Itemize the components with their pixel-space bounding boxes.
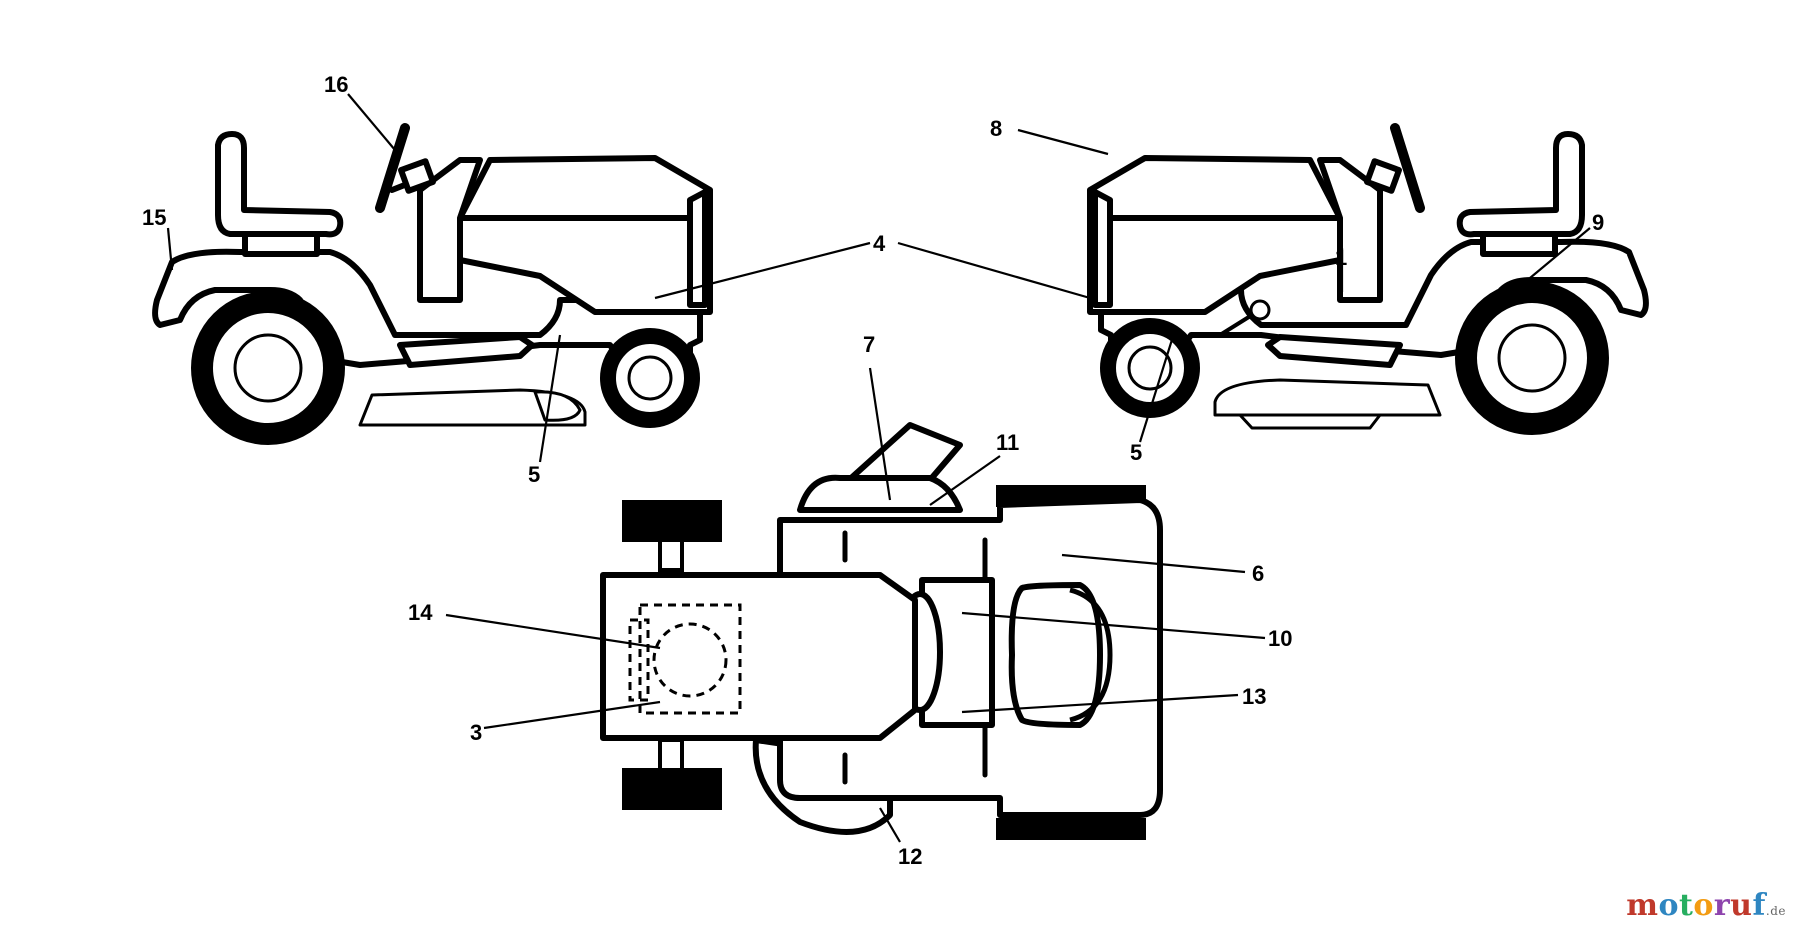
callout-11: 11 — [996, 430, 1019, 455]
callout-16: 16 — [324, 72, 348, 97]
tractor-left-side-view — [152, 123, 713, 445]
logo-suffix: .de — [1765, 904, 1786, 918]
callout-6: 6 — [1252, 561, 1264, 586]
callout-5-right: 5 — [1130, 440, 1142, 465]
logo-letter: o — [1693, 888, 1714, 923]
logo-letter: m — [1626, 888, 1659, 923]
logo-letter: f — [1752, 888, 1766, 923]
callout-9: 9 — [1592, 210, 1604, 235]
callout-8: 8 — [990, 116, 1002, 141]
callout-5-left: 5 — [528, 462, 540, 487]
tractor-right-side-view — [1087, 123, 1649, 435]
callout-3: 3 — [470, 720, 482, 745]
callout-4: 4 — [873, 231, 886, 256]
callout-labels: 1 3 4 5 5 6 7 8 9 10 11 12 13 14 15 16 — [142, 72, 1604, 869]
callout-12: 12 — [898, 844, 922, 869]
motoruf-watermark: motoruf.de — [1626, 888, 1786, 923]
callout-15: 15 — [142, 205, 166, 230]
logo-letter: u — [1730, 888, 1753, 923]
logo-letter: r — [1713, 888, 1731, 923]
logo-letter: t — [1678, 888, 1694, 923]
tractor-top-view — [600, 422, 1163, 840]
callout-13: 13 — [1242, 684, 1266, 709]
leader-lines — [166, 93, 1591, 843]
callout-7: 7 — [863, 332, 875, 357]
callout-1: 1 — [1335, 245, 1347, 270]
logo-letter: o — [1658, 888, 1679, 923]
callout-14: 14 — [408, 600, 433, 625]
callout-10: 10 — [1268, 626, 1292, 651]
